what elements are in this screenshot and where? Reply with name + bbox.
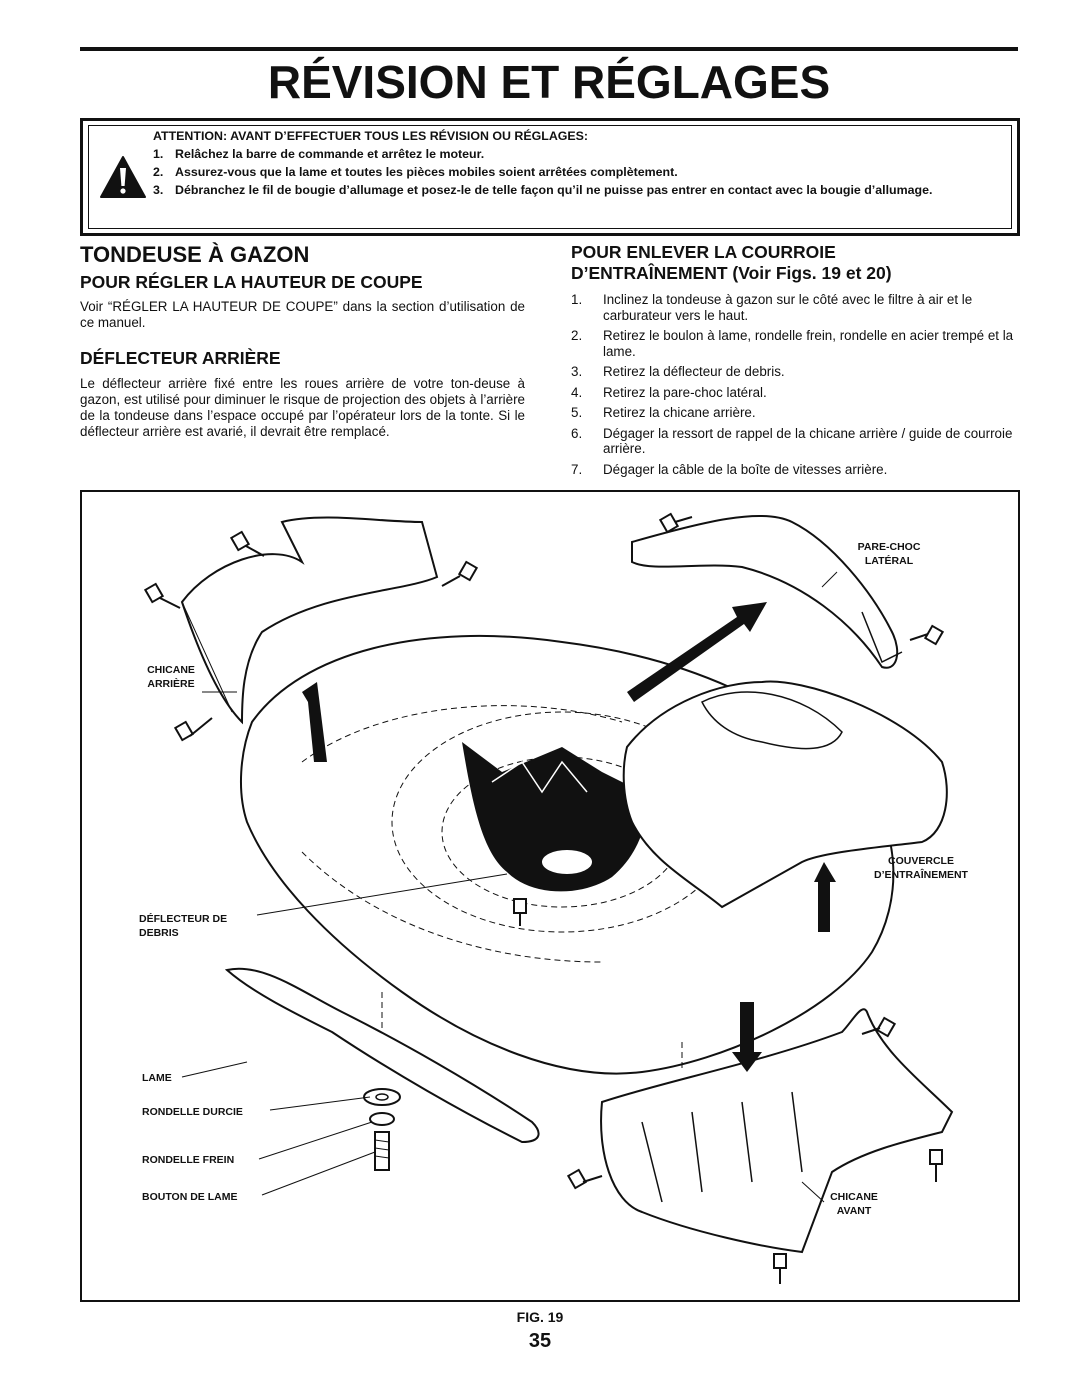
step-num: 6. [571, 425, 583, 441]
belt-cover [622, 680, 948, 909]
step-text: Retirez la déflecteur de debris. [603, 364, 785, 379]
warning-heading: ATTENTION: AVANT D’EFFECTUER TOUS LES RÉ… [153, 129, 589, 143]
warning-text: ATTENTION: AVANT D’EFFECTUER TOUS LES RÉ… [153, 127, 1009, 199]
label-hardened-washer: RONDELLE DURCIE [142, 1106, 243, 1118]
label-belt-cover-1: COUVERCLE [888, 855, 954, 867]
label-belt-cover-2: D’ENTRAÎNEMENT [874, 868, 969, 881]
figure-frame: PARE-CHOC LATÉRAL CHICANE ARRIÈRE COUVER… [80, 490, 1020, 1302]
step-item: 2. Retirez le boulon à lame, rondelle fre… [571, 328, 1018, 359]
label-front-chicane-1: CHICANE [830, 1191, 878, 1203]
belt-heading-line1: POUR ENLEVER LA COURROIE [571, 242, 836, 262]
step-text: Inclinez la tondeuse à gazon sur le côté… [603, 292, 973, 323]
side-bumper [631, 514, 899, 669]
arrow-up-cover [814, 862, 836, 932]
belt-steps: 1. Inclinez la tondeuse à gazon sur le cô… [571, 292, 1018, 477]
warning-item-text: Relâchez la barre de commande et arrêtez… [175, 147, 485, 161]
page-title: RÉVISION ET RÉGLAGES [267, 56, 831, 108]
warning-inner-border [88, 125, 1012, 229]
section-title: TONDEUSE À GAZON [80, 242, 310, 267]
lock-washer [369, 1112, 395, 1126]
label-blade-bolt: BOUTON DE LAME [142, 1191, 237, 1203]
figure-caption: FIG. 19 [516, 1309, 564, 1325]
step-num: 2. [571, 328, 583, 343]
blade-bolt [374, 1131, 390, 1171]
warning-box: ATTENTION: AVANT D’EFFECTUER TOUS LES RÉ… [80, 118, 1020, 236]
step-item: 3. Retirez la déflecteur de debris. [571, 364, 1018, 380]
label-debris-deflector-1: DÉFLECTEUR DE [139, 912, 227, 925]
label-blade: LAME [142, 1072, 172, 1084]
label-rear-chicane-1: CHICANE [147, 664, 195, 676]
deflector-heading: DÉFLECTEUR ARRIÈRE [80, 348, 281, 368]
warning-triangle-icon [100, 156, 146, 198]
arrow-down-chicane [732, 1002, 762, 1072]
step-item: 5. Retirez la chicane arrière. [571, 405, 1018, 421]
step-item: 4. Retirez la pare-choc latéral. [571, 385, 1018, 401]
warning-item-num: 3. [153, 183, 164, 197]
warning-item-num: 2. [153, 165, 164, 179]
step-text: Retirez la pare-choc latéral. [603, 384, 767, 400]
page-number: 35 [528, 1330, 552, 1352]
label-side-bumper-2: LATÉRAL [865, 554, 914, 567]
label-rear-chicane-2: ARRIÈRE [147, 677, 194, 690]
step-text: Retirez le boulon à lame, rondelle frein… [603, 328, 1014, 359]
warning-item-num: 1. [153, 147, 164, 161]
warning-item: 3. Débranchez le fil de bougie d’allumage… [153, 181, 1009, 199]
deflector-text: Le déflecteur arrière fixé entre les rou… [80, 376, 525, 439]
step-text: Retirez la chicane arrière. [603, 405, 756, 420]
label-side-bumper-1: PARE-CHOC [858, 541, 921, 553]
step-num: 7. [571, 461, 583, 477]
step-item: 1. Inclinez la tondeuse à gazon sur le cô… [571, 292, 1018, 323]
warning-item-text: Débranchez le fil de bougie d’allumage e… [175, 183, 933, 197]
step-num: 3. [571, 364, 583, 379]
label-lock-washer: RONDELLE FREIN [142, 1154, 234, 1166]
belt-heading-line2: D’ENTRAÎNEMENT (Voir Figs. 19 et 20) [571, 263, 892, 283]
left-column: TONDEUSE À GAZON POUR RÉGLER LA HAUTEUR … [80, 242, 525, 440]
arrow-up-right [627, 602, 767, 702]
warning-item: 1. Relâchez la barre de commande et arrêt… [153, 145, 1009, 163]
step-num: 5. [571, 405, 583, 420]
step-item: 7. Dégager la câble de la boîte de vitess… [571, 462, 1018, 478]
arrow-up-left [302, 682, 327, 762]
exploded-view-diagram: PARE-CHOC LATÉRAL CHICANE ARRIÈRE COUVER… [139, 512, 969, 1284]
label-debris-deflector-2: DEBRIS [139, 927, 179, 939]
right-column: POUR ENLEVER LA COURROIE D’ENTRAÎNEMENT … [571, 242, 1018, 482]
step-num: 1. [571, 292, 583, 307]
blade [224, 967, 540, 1144]
warning-item: 2. Assurez-vous que la lame et toutes les… [153, 163, 1009, 181]
label-front-chicane-2: AVANT [837, 1205, 872, 1217]
step-text: Dégager la ressort de rappel de la chica… [603, 425, 1013, 457]
height-text: Voir “RÉGLER LA HAUTEUR DE COUPE” dans l… [80, 299, 525, 330]
bolt [143, 512, 945, 1284]
step-num: 4. [571, 384, 583, 400]
rear-chicane [180, 516, 439, 725]
step-item: 6. Dégager la ressort de rappel de la chi… [571, 426, 1018, 457]
height-heading: POUR RÉGLER LA HAUTEUR DE COUPE [80, 272, 423, 292]
step-text: Dégager la câble de la boîte de vitesses… [603, 461, 888, 477]
title-rule [80, 47, 1018, 51]
warning-item-text: Assurez-vous que la lame et toutes les p… [175, 165, 678, 179]
front-chicane [600, 1008, 954, 1254]
debris-deflector [462, 742, 646, 892]
